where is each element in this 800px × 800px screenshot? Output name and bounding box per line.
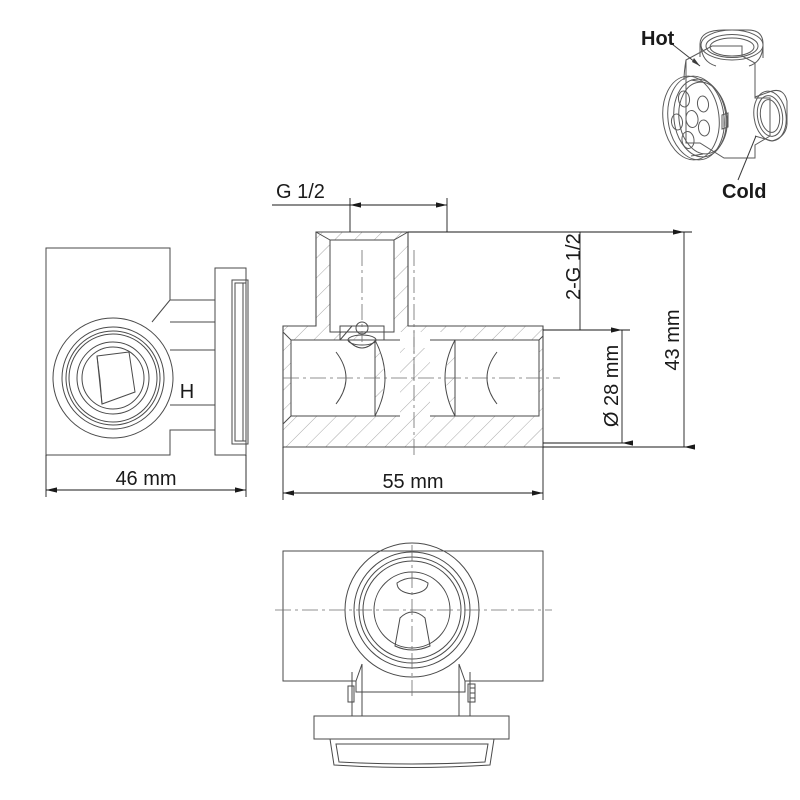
iso-port-top xyxy=(699,29,764,67)
dimension-46mm xyxy=(45,455,247,497)
iso-flange-hole xyxy=(670,113,684,131)
iso-flange-hole xyxy=(696,95,710,113)
iso-flange-hole xyxy=(681,131,695,149)
section-hatch-fill xyxy=(283,232,543,447)
dimension-55mm-label: 55 mm xyxy=(382,471,443,493)
dimension-43mm-label: 43 mm xyxy=(662,309,684,370)
iso-side-detail xyxy=(721,112,729,130)
iso-flange-face xyxy=(662,75,728,161)
cold-leader-line xyxy=(737,135,757,181)
left-side-view xyxy=(45,247,249,456)
left-view-stem xyxy=(151,248,215,455)
left-view-handwheel xyxy=(52,317,174,439)
iso-flange-hole xyxy=(677,90,691,108)
iso-port-right xyxy=(753,90,788,142)
isometric-3d-view xyxy=(662,29,788,161)
iso-body-edge xyxy=(683,59,687,81)
dimension-g12-top xyxy=(272,198,448,232)
dimension-55mm xyxy=(282,447,544,500)
dimension-dia28-label: Ø 28 mm xyxy=(601,345,623,427)
hot-label: Hot xyxy=(641,28,675,50)
bottom-view-flange xyxy=(313,715,510,768)
bottom-view xyxy=(275,542,552,768)
thread-top-label: G 1/2 xyxy=(276,181,325,203)
section-centerlines xyxy=(283,250,560,455)
handle-h-mark: H xyxy=(180,381,194,403)
iso-flange-hole xyxy=(697,119,711,137)
cold-label: Cold xyxy=(722,181,766,203)
iso-body xyxy=(685,45,771,159)
left-view-flange xyxy=(214,267,249,456)
dimension-46mm-label: 46 mm xyxy=(115,468,176,490)
left-view-socket-edge xyxy=(96,355,103,405)
dimension-43mm xyxy=(408,229,695,450)
center-cross-section-view xyxy=(282,231,560,455)
iso-flange-hole xyxy=(685,110,699,128)
thread-side-label: 2-G 1/2 xyxy=(563,233,585,300)
hot-leader-line xyxy=(671,43,701,67)
bottom-view-neck xyxy=(347,663,476,716)
bottom-view-body xyxy=(282,550,544,693)
dimension-dia28 xyxy=(543,327,633,446)
